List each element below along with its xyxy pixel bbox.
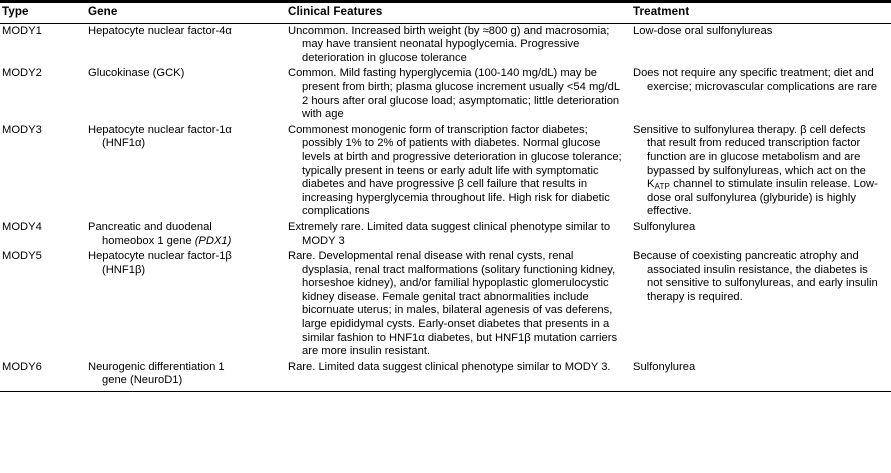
cell-gene: Neurogenic differentiation 1 gene (Neuro… bbox=[86, 359, 286, 393]
clinical-features-text: Commonest monogenic form of transcriptio… bbox=[288, 123, 622, 218]
gene-name-line2: (HNF1α) bbox=[102, 137, 146, 150]
column-header-treatment: Treatment bbox=[631, 0, 891, 24]
cell-clinical-features: Commonest monogenic form of transcriptio… bbox=[286, 123, 631, 220]
cell-clinical-features: Rare. Limited data suggest clinical phen… bbox=[286, 359, 631, 393]
cell-treatment: Low-dose oral sulfonylureas bbox=[631, 23, 891, 66]
cell-treatment: Because of coexisting pancreatic atrophy… bbox=[631, 249, 891, 360]
cell-treatment: Sulfonylurea bbox=[631, 220, 891, 249]
treatment-text: Because of coexisting pancreatic atrophy… bbox=[633, 250, 878, 303]
cell-gene: Hepatocyte nuclear factor-1β (HNF1β) bbox=[86, 249, 286, 360]
cell-type: MODY3 bbox=[2, 123, 42, 136]
column-header-clinical-features: Clinical Features bbox=[286, 0, 631, 24]
cell-gene: Hepatocyte nuclear factor-1α (HNF1α) bbox=[86, 123, 286, 220]
clinical-features-text: Rare. Limited data suggest clinical phen… bbox=[288, 360, 611, 373]
cell-type: MODY2 bbox=[2, 67, 42, 80]
treatment-text: Does not require any specific treatment;… bbox=[633, 67, 878, 93]
table-row: MODY3 Hepatocyte nuclear factor-1α (HNF1… bbox=[0, 123, 891, 220]
gene-name-line1: Pancreatic and duodenal bbox=[88, 220, 212, 233]
column-header-type: Type bbox=[0, 0, 86, 24]
mody-comparison-table: Type Gene Clinical Features Treatment MO… bbox=[0, 0, 891, 393]
gene-name-line2: (HNF1β) bbox=[102, 263, 146, 276]
table-row: MODY6 Neurogenic differentiation 1 gene … bbox=[0, 359, 891, 393]
cell-clinical-features: Rare. Developmental renal disease with r… bbox=[286, 249, 631, 360]
table-header: Type Gene Clinical Features Treatment bbox=[0, 0, 891, 24]
cell-type: MODY6 bbox=[0, 359, 86, 393]
clinical-features-text: Uncommon. Increased birth weight (by ≈80… bbox=[288, 24, 610, 64]
cell-clinical-features: Extremely rare. Limited data suggest cli… bbox=[286, 220, 631, 249]
clinical-features-text: Extremely rare. Limited data suggest cli… bbox=[288, 220, 611, 247]
mody-table-container: Type Gene Clinical Features Treatment MO… bbox=[0, 0, 891, 393]
gene-name-line1: Hepatocyte nuclear factor-1β bbox=[88, 250, 232, 263]
cell-clinical-features: Uncommon. Increased birth weight (by ≈80… bbox=[286, 23, 631, 66]
cell-type: MODY1 bbox=[2, 24, 42, 37]
gene-name-line1: Hepatocyte nuclear factor-1α bbox=[88, 123, 232, 136]
cell-treatment: Does not require any specific treatment;… bbox=[631, 66, 891, 122]
table-header-row: Type Gene Clinical Features Treatment bbox=[0, 0, 891, 24]
cell-treatment: Sensitive to sulfonylurea therapy. β cel… bbox=[631, 123, 891, 220]
katp-subscript: ATP bbox=[654, 182, 671, 192]
gene-name: Glucokinase (GCK) bbox=[88, 67, 185, 80]
cell-type: MODY4 bbox=[2, 220, 42, 233]
gene-name-line1: Neurogenic differentiation 1 bbox=[88, 360, 225, 373]
clinical-features-text: Common. Mild fasting hyperglycemia (100-… bbox=[288, 67, 620, 121]
cell-gene: Glucokinase (GCK) bbox=[86, 66, 286, 122]
treatment-text: Sulfonylurea bbox=[633, 360, 696, 373]
gene-symbol-italic: (PDX1) bbox=[194, 234, 232, 247]
treatment-text: Low-dose oral sulfonylureas bbox=[633, 24, 773, 37]
cell-type: MODY5 bbox=[2, 250, 42, 263]
cell-clinical-features: Common. Mild fasting hyperglycemia (100-… bbox=[286, 66, 631, 122]
cell-treatment: Sulfonylurea bbox=[631, 359, 891, 393]
column-header-gene: Gene bbox=[86, 0, 286, 24]
treatment-text-part2: channel to stimulate insulin release. Lo… bbox=[647, 178, 878, 218]
table-row: MODY5 Hepatocyte nuclear factor-1β (HNF1… bbox=[0, 249, 891, 360]
gene-name: Hepatocyte nuclear factor-4α bbox=[88, 24, 232, 37]
treatment-text-part1: Sensitive to sulfonylurea therapy. β cel… bbox=[633, 123, 866, 191]
gene-name-line2: homeobox 1 gene bbox=[102, 234, 195, 247]
table-body: MODY1 Hepatocyte nuclear factor-4α Uncom… bbox=[0, 23, 891, 393]
table-row: MODY1 Hepatocyte nuclear factor-4α Uncom… bbox=[0, 23, 891, 66]
gene-name-line2: gene (NeuroD1) bbox=[102, 374, 183, 387]
clinical-features-text: Rare. Developmental renal disease with r… bbox=[288, 250, 618, 358]
table-row: MODY2 Glucokinase (GCK) Common. Mild fas… bbox=[0, 66, 891, 122]
treatment-text: Sulfonylurea bbox=[633, 220, 696, 233]
table-row: MODY4 Pancreatic and duodenal homeobox 1… bbox=[0, 220, 891, 249]
cell-gene: Hepatocyte nuclear factor-4α bbox=[86, 23, 286, 66]
cell-gene: Pancreatic and duodenal homeobox 1 gene … bbox=[86, 220, 286, 249]
